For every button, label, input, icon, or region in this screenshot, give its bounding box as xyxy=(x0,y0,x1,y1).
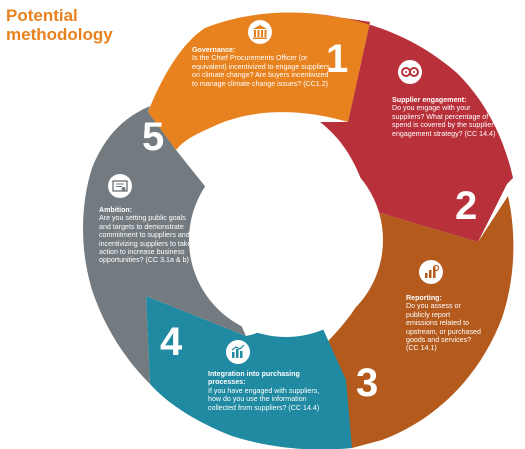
step-5-body: Are you setting public goals and targets… xyxy=(99,214,192,265)
segment-1-governance xyxy=(148,12,370,150)
step-1-number: 1 xyxy=(326,37,348,81)
institution-icon xyxy=(248,20,272,44)
step-4-number: 4 xyxy=(160,320,183,364)
step-1-text-block: Governance: Is the Chief Procurements Of… xyxy=(192,46,332,88)
step-5-number: 5 xyxy=(142,115,164,159)
step-5-text-block: Ambition: Are you setting public goals a… xyxy=(99,206,197,265)
step-4-heading: Integration into purchasing processes: xyxy=(208,370,300,387)
step-2-number: 2 xyxy=(455,184,477,228)
page-title-line-2: methodology xyxy=(6,25,113,44)
report-chart-icon xyxy=(419,260,443,284)
gears-icon xyxy=(398,60,422,84)
step-3-body: Do you assess or publicly report emissio… xyxy=(406,302,481,353)
step-1-heading: Governance: xyxy=(192,46,236,54)
bar-chart-icon xyxy=(226,340,250,364)
ring-center xyxy=(189,143,383,337)
step-1-body: Is the Chief Procurements Officer (or eq… xyxy=(192,54,330,88)
step-4-text-block: Integration into purchasing processes: I… xyxy=(208,370,320,412)
segment-2-supplier-engagement xyxy=(318,14,513,242)
step-3-text-block: Reporting: Do you assess or publicly rep… xyxy=(406,294,482,353)
page-title-line-1: Potential xyxy=(6,6,78,25)
page-title: Potential methodology xyxy=(6,6,156,44)
step-3-number: 3 xyxy=(356,361,378,405)
step-3-heading: Reporting: xyxy=(406,294,442,302)
step-5-heading: Ambition: xyxy=(99,206,133,214)
certificate-icon xyxy=(108,174,132,198)
step-2-body: Do you engage with your suppliers? What … xyxy=(392,104,496,138)
step-2-text-block: Supplier engagement: Do you engage with … xyxy=(392,96,498,138)
step-4-body: If you have engaged with suppliers, how … xyxy=(208,386,320,412)
step-2-heading: Supplier engagement: xyxy=(392,96,467,104)
